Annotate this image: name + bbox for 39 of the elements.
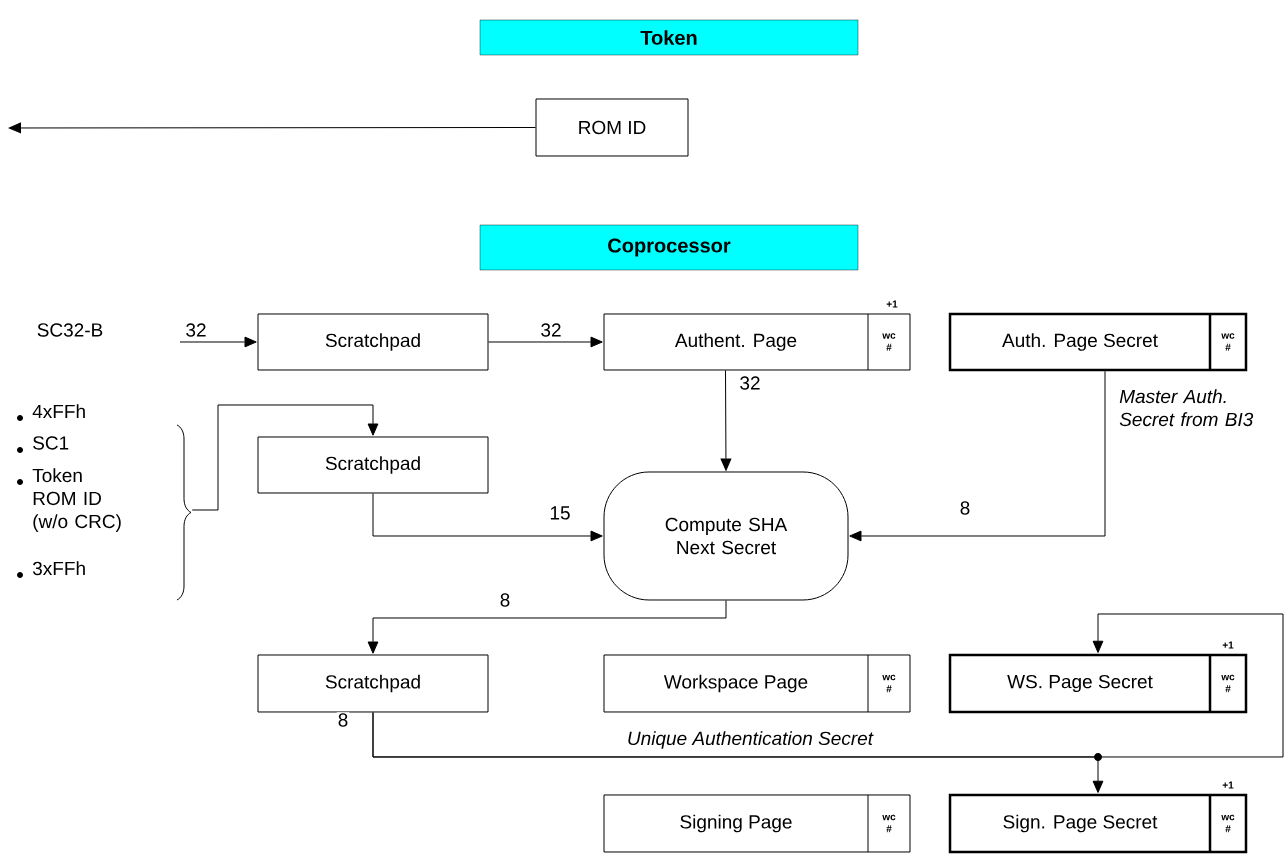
edge-label: 8 (336, 712, 350, 728)
arrow (720, 370, 732, 471)
memory-page-box: Workspace Page wc # (603, 654, 911, 713)
edge-label: 8 (958, 500, 972, 516)
note-label: Master Auth. Secret from BI3 (1119, 389, 1254, 427)
arrow (372, 493, 603, 542)
memory-page-box: Signing Page wc # (603, 794, 911, 853)
increment-label: +1 (886, 300, 898, 308)
memory-page-box: Auth. Page Secret wc # (948, 312, 1248, 372)
memory-page-box: Authent. Page wc # (603, 313, 911, 371)
bullet-item: 3xFFh (17, 561, 85, 578)
edge-label: 32 (184, 322, 208, 338)
process-terminal: Compute SHA Next Secret (603, 471, 849, 601)
arrow (372, 613, 1284, 758)
process-box: Scratchpad (257, 654, 489, 713)
memory-page-box: WS. Page Secret wc # (948, 653, 1248, 714)
arrow (849, 370, 1106, 542)
bullet-item: SC1 (17, 436, 69, 453)
arrow (488, 336, 603, 348)
arrow (8, 122, 536, 134)
edge-label: 32 (738, 375, 762, 391)
process-box: Scratchpad (257, 313, 489, 371)
edge-label: 15 (548, 505, 572, 521)
note-label: Unique Authentication Secret (628, 731, 874, 749)
process-box: ROM ID (535, 98, 689, 157)
edge-label: 8 (498, 592, 512, 608)
text-label: SC32-B (37, 323, 103, 337)
arrow (367, 600, 727, 654)
bullet-item: 4xFFh (17, 404, 85, 421)
arrow (179, 336, 257, 348)
edge-label: 32 (539, 322, 563, 338)
bullet-item: Token ROM ID (w/o CRC) (17, 468, 121, 532)
arrow (191, 404, 379, 511)
memory-page-box: Sign. Page Secret wc # (948, 793, 1248, 854)
title-banner: Coprocessor (479, 224, 859, 271)
increment-label: +1 (1222, 781, 1234, 789)
title-banner: Token (479, 19, 859, 56)
increment-label: +1 (1222, 641, 1234, 649)
process-box: Scratchpad (257, 436, 489, 494)
